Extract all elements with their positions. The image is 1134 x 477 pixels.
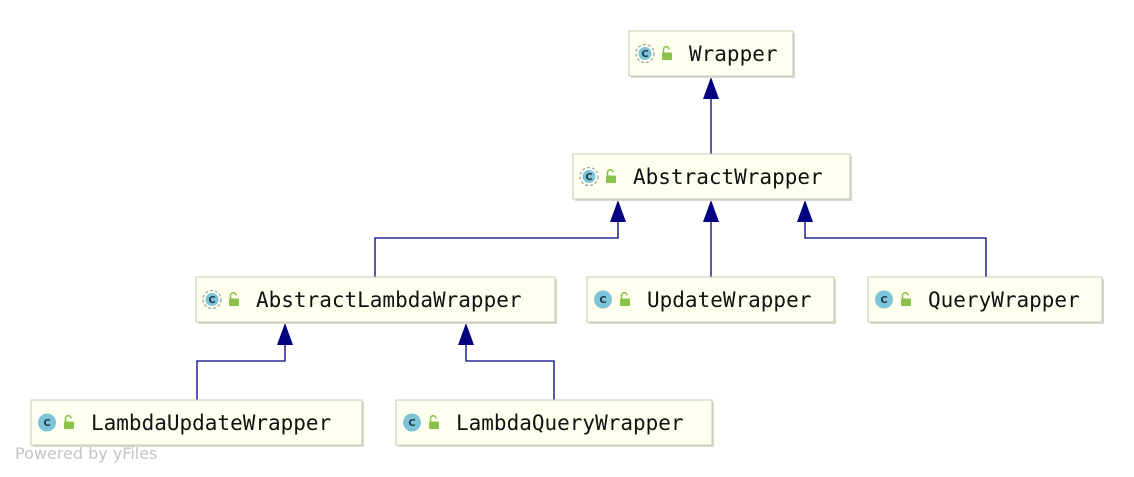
public-lock-icon xyxy=(901,291,911,306)
inheritance-arrowhead xyxy=(703,77,719,99)
inheritance-arrowhead xyxy=(703,200,719,222)
node-box xyxy=(395,399,713,446)
class-name-label: AbstractLambdaWrapper xyxy=(256,288,522,312)
class-icon-letter: C xyxy=(641,49,648,60)
class-icon: C xyxy=(875,290,893,309)
class-name-label: LambdaQueryWrapper xyxy=(456,411,684,435)
class-icon-letter: C xyxy=(43,418,50,429)
node-box xyxy=(30,399,363,446)
inheritance-arrowhead xyxy=(458,323,474,345)
class-node-query-wrapper[interactable]: C QueryWrapper xyxy=(867,276,1104,324)
edge-line xyxy=(465,345,555,400)
abstract-class-icon: C xyxy=(579,166,599,187)
edges-layer xyxy=(196,77,987,400)
inheritance-arrowhead xyxy=(797,200,813,222)
inheritance-edge-lambda-update-wrapper-to-abstract-lambda-wrapper xyxy=(196,323,293,400)
class-icon: C xyxy=(594,290,612,309)
watermark-text: Powered by yFiles xyxy=(15,444,157,463)
class-name-label: QueryWrapper xyxy=(928,288,1080,312)
inheritance-edge-query-wrapper-to-abstract-wrapper xyxy=(797,200,987,277)
class-icon-letter: C xyxy=(599,295,606,306)
public-lock-icon xyxy=(620,291,630,306)
class-node-wrapper[interactable]: C Wrapper xyxy=(628,30,795,78)
edge-line xyxy=(374,222,619,277)
class-icon: C xyxy=(403,413,421,432)
abstract-class-icon: C xyxy=(635,43,655,64)
inheritance-arrowhead xyxy=(277,323,293,345)
class-node-abstract-lambda-wrapper[interactable]: C AbstractLambdaWrapper xyxy=(195,276,557,324)
class-name-label: UpdateWrapper xyxy=(647,288,811,312)
edge-line xyxy=(804,222,987,277)
class-name-label: LambdaUpdateWrapper xyxy=(91,411,331,435)
public-lock-icon xyxy=(64,414,74,429)
class-node-lambda-query-wrapper[interactable]: C LambdaQueryWrapper xyxy=(395,399,714,447)
public-lock-icon xyxy=(606,168,616,183)
inheritance-edge-abstract-wrapper-to-wrapper xyxy=(703,77,719,154)
class-name-label: Wrapper xyxy=(689,42,778,66)
class-icon-letter: C xyxy=(880,295,887,306)
inheritance-edge-lambda-query-wrapper-to-abstract-lambda-wrapper xyxy=(458,323,555,400)
class-icon-letter: C xyxy=(208,295,215,306)
node-box xyxy=(195,276,556,323)
public-lock-icon xyxy=(429,414,439,429)
public-lock-icon xyxy=(229,291,239,306)
class-icon-letter: C xyxy=(408,418,415,429)
class-node-abstract-wrapper[interactable]: C AbstractWrapper xyxy=(572,153,852,201)
abstract-class-icon: C xyxy=(202,289,222,310)
class-icon-letter: C xyxy=(585,172,592,183)
inheritance-edge-abstract-lambda-wrapper-to-abstract-wrapper xyxy=(374,200,626,277)
class-icon: C xyxy=(38,413,56,432)
inheritance-arrowhead xyxy=(610,200,626,222)
class-node-lambda-update-wrapper[interactable]: C LambdaUpdateWrapper xyxy=(30,399,364,447)
inheritance-edge-update-wrapper-to-abstract-wrapper xyxy=(703,200,719,277)
edge-line xyxy=(196,345,286,400)
class-name-label: AbstractWrapper xyxy=(633,165,823,189)
public-lock-icon xyxy=(662,45,672,60)
node-box xyxy=(628,30,794,77)
class-node-update-wrapper[interactable]: C UpdateWrapper xyxy=(586,276,836,324)
node-box xyxy=(572,153,851,200)
